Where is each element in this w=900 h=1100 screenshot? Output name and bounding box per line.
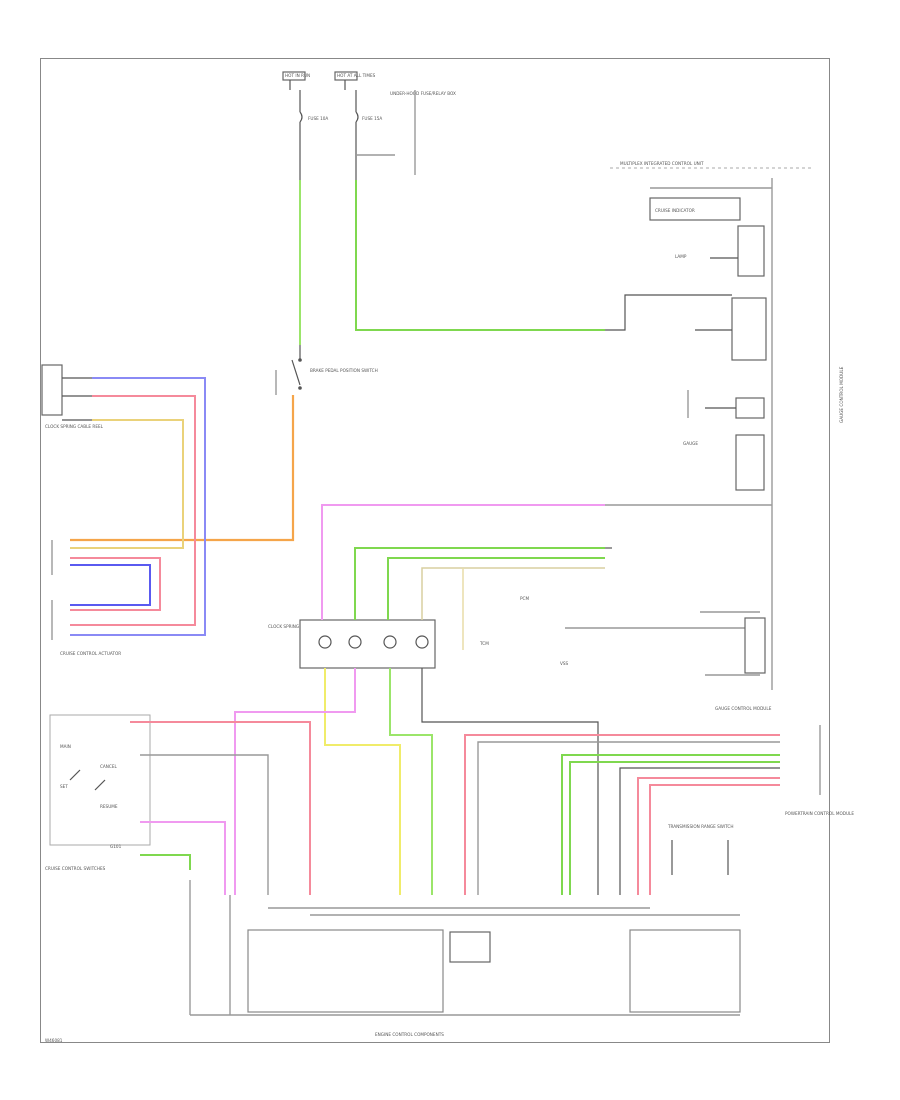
right-wire-bundle: POWERTRAIN CONTROL MODULE TRANSMISSION R… <box>464 725 854 895</box>
bottom-label: ENGINE CONTROL COMPONENTS <box>375 1032 444 1037</box>
transmission-label: TRANSMISSION RANGE SWITCH <box>667 824 734 829</box>
left-loop-wires <box>70 377 206 636</box>
set-switch-label: SET <box>60 784 68 789</box>
block-top-wires: PCM TCM <box>321 504 772 650</box>
left-connector-label: CLOCK SPRING CABLE REEL <box>45 424 104 429</box>
vss-label: VSS <box>560 661 569 666</box>
clock-spring-label: CLOCK SPRING <box>268 624 299 629</box>
block-bottom-wires <box>234 668 599 895</box>
fuse-a-label: FUSE 10A <box>308 116 328 121</box>
lamp-label: LAMP <box>675 254 687 259</box>
fuse-box-top: HOT IN RUN HOT AT ALL TIMES UNDER-HOOD F… <box>282 71 456 180</box>
cruise-actuator-left: CRUISE CONTROL ACTUATOR <box>51 540 121 656</box>
right-middle-module: VSS GAUGE CONTROL MODULE <box>560 611 772 711</box>
gauge-speaker-label: GAUGE <box>683 441 698 446</box>
green-wires-top <box>299 180 605 360</box>
gauge-module-right: MULTIPLEX INTEGRATED CONTROL UNIT CRUISE… <box>605 161 844 690</box>
brake-switch-label: BRAKE PEDAL POSITION SWITCH <box>310 368 378 373</box>
main-switch-label: MAIN <box>60 744 71 749</box>
fuse-note: UNDER-HOOD FUSE/RELAY BOX <box>390 91 456 96</box>
diagram-frame <box>40 58 830 1043</box>
combination-switch-label: CRUISE CONTROL SWITCHES <box>45 866 106 871</box>
left-connector: CLOCK SPRING CABLE REEL <box>41 364 104 429</box>
orange-wire <box>70 395 295 542</box>
footer-code: W46081 <box>45 1038 63 1043</box>
pcm-right-label: POWERTRAIN CONTROL MODULE <box>785 811 854 816</box>
meter-note: GAUGE CONTROL MODULE <box>839 366 844 423</box>
cancel-switch-label: CANCEL <box>100 764 117 769</box>
brake-pedal-switch: BRAKE PEDAL POSITION SWITCH <box>275 358 378 395</box>
bottom-bus: ENGINE CONTROL COMPONENTS W46081 <box>45 880 741 1043</box>
resume-switch-label: RESUME <box>100 804 118 809</box>
gauge-control-label: GAUGE CONTROL MODULE <box>715 706 772 711</box>
cruise-actuator-label: CRUISE CONTROL ACTUATOR <box>60 651 121 656</box>
ignition-label-2: HOT AT ALL TIMES <box>337 73 376 78</box>
ignition-label-1: HOT IN RUN <box>285 73 310 78</box>
clock-spring-block: CLOCK SPRING <box>268 619 436 669</box>
pcm-label: PCM <box>520 596 529 601</box>
top-right-note: MULTIPLEX INTEGRATED CONTROL UNIT <box>620 161 704 166</box>
g101-label: G101 <box>110 844 122 849</box>
cruise-indicator-label: CRUISE INDICATOR <box>655 208 695 213</box>
fuse-b-label: FUSE 15A <box>362 116 382 121</box>
cruise-switches: MAIN CANCEL RESUME SET CRUISE CONTROL SW… <box>45 714 311 895</box>
tcm-label: TCM <box>479 641 489 646</box>
